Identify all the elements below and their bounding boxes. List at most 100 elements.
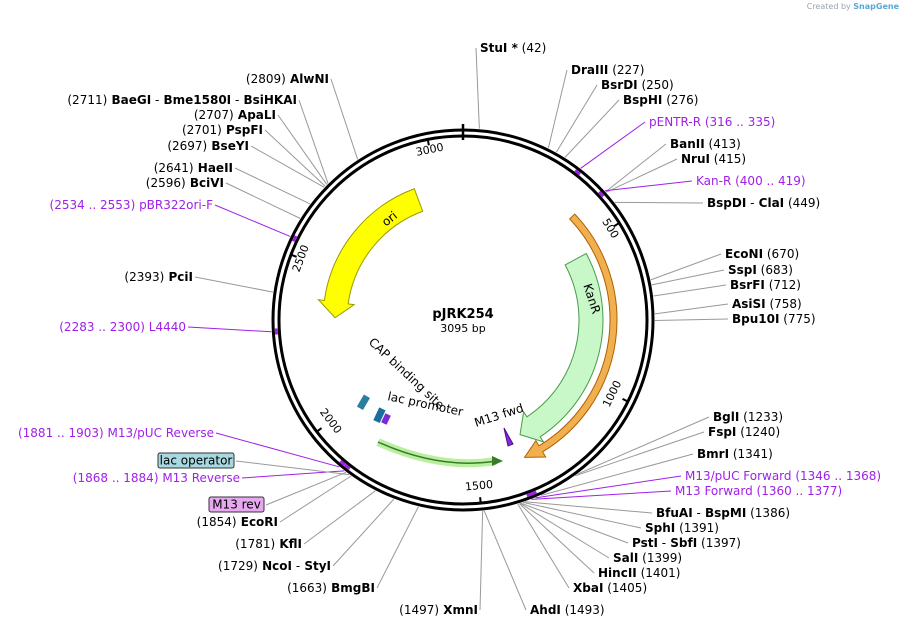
tick-mark (316, 427, 323, 433)
leader-line (535, 475, 682, 499)
tick-mark (426, 139, 430, 146)
tick-label: 3000 (415, 141, 445, 159)
site-label-bseyi: (2697) BseYI (167, 139, 249, 153)
site-label-pspfi: (2701) PspFI (182, 123, 263, 137)
lac-alpha-arrow-outline (377, 441, 497, 464)
leader-line (518, 503, 595, 574)
leader-line (577, 416, 710, 475)
site-label-l4440: (2283 .. 2300) L4440 (59, 320, 186, 334)
cap-binding-site-marker (356, 394, 370, 411)
tick-mark (613, 222, 620, 227)
leader-line (194, 276, 274, 293)
leader-line (225, 182, 301, 219)
site-label-ncoi: (1729) NcoI - StyI (218, 559, 331, 573)
plasmid-name: pJRK254 (432, 307, 493, 322)
site-label-pentr: pENTR-R (316 .. 335) (649, 115, 775, 129)
feature-arrow (523, 213, 618, 458)
primer-site (526, 492, 534, 498)
site-label-sal: SalI (1399) (613, 551, 682, 565)
site-label-fsp: FspI (1240) (708, 425, 780, 439)
leader-line (614, 201, 704, 204)
lac-promoter-marker (373, 407, 386, 424)
site-label-asisi: AsiSI (758) (732, 297, 802, 311)
primer-site (291, 235, 298, 243)
tick-mark (622, 398, 629, 403)
leader-line (541, 453, 694, 496)
leader-line (479, 510, 484, 611)
site-label-apali: (2707) ApaLI (194, 108, 276, 122)
site-label-bpu: Bpu10I (775) (732, 312, 816, 326)
boxed-label-text-lacop: lac operator (160, 454, 233, 468)
lac-operator-marker (381, 413, 391, 425)
m13-fwd-marker (503, 427, 514, 447)
site-label-m13pucr: (1881 .. 1903) M13/pUC Reverse (18, 426, 214, 440)
leader-line (483, 510, 527, 611)
site-label-bspdi: BspDI - ClaI (449) (707, 196, 820, 210)
leader-line (519, 502, 610, 559)
leader-line (580, 121, 646, 169)
site-label-stu: StuI * (42) (480, 41, 546, 55)
tick-label: 2000 (317, 406, 344, 436)
site-label-xmni: (1497) XmnI (399, 603, 478, 617)
leader-line (265, 471, 347, 506)
site-label-bfua: BfuAI - BspMI (1386) (656, 506, 790, 520)
leader-line (332, 498, 395, 567)
leader-lines (187, 47, 729, 611)
leader-line (298, 99, 329, 184)
leader-line (575, 431, 705, 477)
site-label-kfli: (1781) KflI (235, 537, 302, 551)
feature-arrow (519, 252, 604, 443)
site-label-bsr: BsrDI (250) (601, 78, 674, 92)
primer-site (339, 459, 346, 467)
site-label-ban: BanII (413) (670, 137, 741, 151)
site-label-pbr: (2534 .. 2553) pBR322ori-F (50, 198, 214, 212)
leader-line (605, 143, 667, 193)
site-label-xba: XbaI (1405) (573, 581, 647, 595)
site-label-bgl: BglI (1233) (713, 410, 783, 424)
site-label-nru: NruI (415) (681, 152, 746, 166)
site-label-bmr: BmrI (1341) (697, 447, 773, 461)
primer-site (344, 463, 351, 470)
site-label-bmgbi: (1663) BmgBI (287, 581, 375, 595)
feature-arrow (317, 188, 424, 319)
leader-line (330, 78, 359, 160)
tick-label: 1500 (464, 478, 493, 494)
site-label-dra: DraIII (227) (571, 63, 644, 77)
site-label-ahd: AhdI (1493) (530, 603, 605, 617)
leader-line (187, 326, 272, 333)
site-label-econi: EcoNI (670) (725, 247, 799, 261)
leader-line (376, 506, 419, 589)
leader-line (215, 432, 340, 468)
site-label-m13f: M13 Forward (1360 .. 1377) (675, 484, 842, 498)
site-label-baegi: (2711) BaeGI - Bme1580I - BsiHKAI (67, 93, 297, 107)
leader-line (654, 303, 729, 315)
leader-line (651, 269, 725, 286)
lac-alpha-arrowhead (492, 456, 503, 466)
leader-line (531, 490, 672, 500)
site-label-hinc: HincII (1401) (598, 566, 680, 580)
plasmid-size: 3095 bp (440, 322, 485, 335)
leader-line (520, 502, 629, 544)
site-label-ssp: SspI (683) (728, 263, 793, 277)
site-label-haeii: (2641) HaeII (154, 161, 233, 175)
site-label-bsrfi: BsrFI (712) (730, 278, 801, 292)
site-label-m13pucf: M13/pUC Forward (1346 .. 1368) (685, 469, 881, 483)
site-label-alwni: (2809) AlwNI (246, 72, 329, 86)
leader-line (475, 47, 480, 129)
leader-line (303, 490, 376, 545)
leader-line (250, 145, 325, 188)
tick-mark (479, 497, 482, 504)
leader-line (555, 84, 598, 153)
primer-site (598, 190, 605, 198)
leader-line (606, 158, 678, 193)
leader-line (653, 284, 727, 297)
boxed-label-lacop (157, 452, 235, 469)
snapgene-logo: SnapGene (853, 2, 899, 11)
site-label-pci: (2393) PciI (124, 270, 193, 284)
leader-line (234, 167, 311, 205)
leader-line (235, 460, 350, 476)
primer-site (574, 169, 581, 176)
site-label-sph: SphI (1391) (645, 521, 719, 535)
boxed-label-text-m13rev: M13 rev (212, 498, 261, 512)
boxed-label-m13rev (208, 496, 265, 513)
